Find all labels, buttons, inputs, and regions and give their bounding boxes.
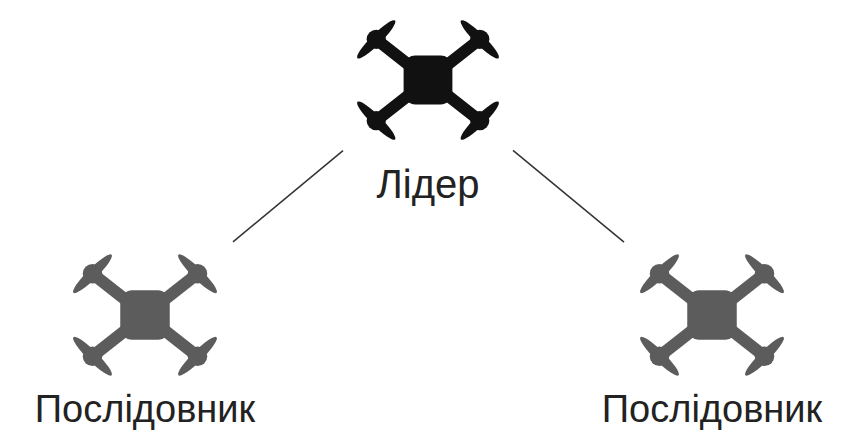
label-group: Послідовник — [35, 390, 255, 428]
link-line — [233, 151, 343, 242]
drone-icon — [343, 6, 513, 154]
label-group: Лідер — [377, 164, 480, 204]
drone-node: Послідовник — [57, 240, 233, 390]
drone-icon — [624, 240, 800, 390]
drone-label: Послідовник — [602, 390, 822, 428]
label-group: Послідовник — [602, 390, 822, 428]
link-line — [513, 150, 624, 242]
drone-node: Послідовник — [624, 240, 800, 390]
drone-label: Лідер — [377, 164, 480, 204]
drone-icon — [57, 240, 233, 390]
drone-node: Лідер — [343, 6, 513, 154]
drone-label: Послідовник — [35, 390, 255, 428]
